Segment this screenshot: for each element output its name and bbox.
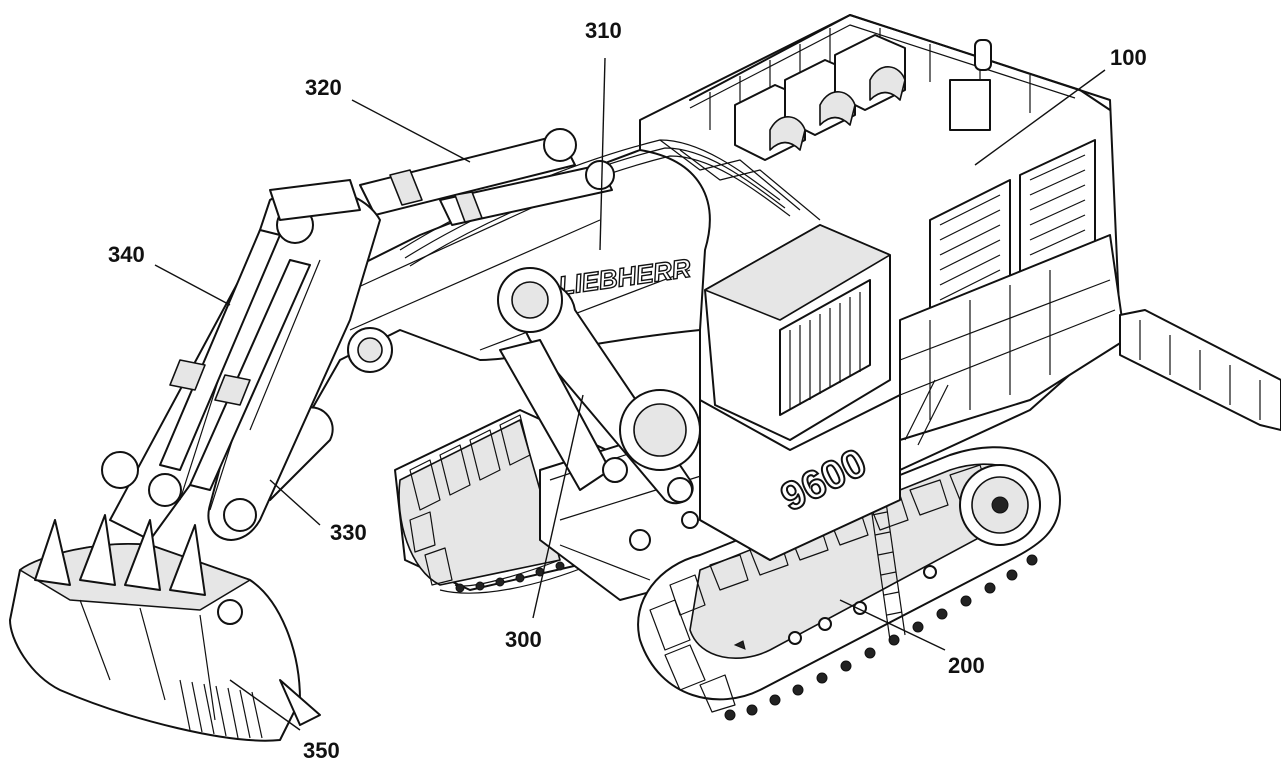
ref-350: 350 — [303, 738, 340, 763]
ref-310: 310 — [585, 18, 622, 43]
ref-320: 320 — [305, 75, 342, 100]
leader-300 — [532, 394, 584, 619]
ref-340: 340 — [108, 242, 145, 267]
leader-340 — [154, 264, 231, 306]
leader-lines — [154, 57, 1106, 731]
ref-300: 300 — [505, 627, 542, 652]
ref-330: 330 — [330, 520, 367, 545]
leader-320 — [351, 99, 471, 163]
boom-cylinder — [359, 128, 615, 226]
upper-structure: 9600 — [639, 14, 1281, 641]
front-track — [637, 446, 1061, 721]
engine-modules — [734, 34, 992, 161]
boom-cylinder-link — [497, 267, 701, 505]
operator-cab — [704, 224, 891, 441]
bucket — [9, 514, 321, 742]
ref-100: 100 — [1110, 45, 1147, 70]
stick-cylinder — [101, 229, 311, 507]
ref-200: 200 — [948, 653, 985, 678]
leader-100 — [974, 69, 1106, 166]
access-ladder — [869, 379, 949, 641]
swing-stair — [1119, 309, 1281, 431]
leader-350 — [229, 679, 301, 731]
leader-310 — [599, 57, 606, 251]
leader-200 — [839, 599, 946, 651]
leader-330 — [269, 479, 321, 526]
reference-numerals: 100 200 300 310 320 330 340 350 — [108, 18, 1147, 763]
